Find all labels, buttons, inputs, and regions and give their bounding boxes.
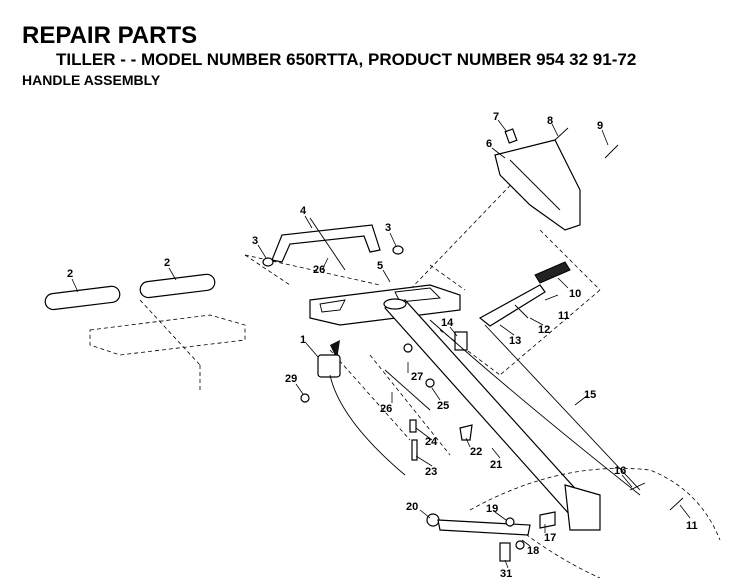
header: REPAIR PARTS TILLER - - MODEL NUMBER 650… <box>22 22 636 88</box>
callout-27: 27 <box>411 371 423 383</box>
page-subtitle: TILLER - - MODEL NUMBER 650RTTA, PRODUCT… <box>56 50 637 69</box>
callout-14: 14 <box>441 317 454 329</box>
callout-29: 29 <box>285 373 297 385</box>
washer-3-left <box>262 257 274 267</box>
callout-26-lower: 26 <box>380 403 392 415</box>
callout-23: 23 <box>425 466 437 478</box>
callout-31: 31 <box>500 568 512 578</box>
assembly-guide-lines <box>139 169 601 456</box>
callout-4: 4 <box>300 205 307 217</box>
lower-linkage <box>426 511 556 536</box>
control-lever <box>478 261 641 491</box>
callout-3-right: 3 <box>385 222 391 234</box>
callout-11-upper: 11 <box>558 310 570 322</box>
callout-6: 6 <box>486 138 492 150</box>
callout-17: 17 <box>544 532 556 544</box>
callout-leaders <box>71 119 691 569</box>
rod-26 <box>384 369 431 411</box>
callout-2-left: 2 <box>67 268 73 280</box>
callout-9: 9 <box>597 120 603 132</box>
callout-7: 7 <box>493 111 499 123</box>
hardware <box>300 127 684 562</box>
callout-26-upper: 26 <box>313 264 325 276</box>
callout-numbers: 1 2 2 3 3 4 5 6 7 8 9 10 11 11 12 13 14 … <box>67 111 698 578</box>
callout-8: 8 <box>547 115 553 127</box>
page-title: REPAIR PARTS <box>22 22 198 49</box>
callout-5: 5 <box>377 260 383 272</box>
callout-13: 13 <box>509 335 521 347</box>
callout-24: 24 <box>425 436 438 448</box>
grip-right <box>139 273 216 299</box>
handle-panel-ghost <box>89 314 246 356</box>
callout-10: 10 <box>569 288 581 300</box>
cable-15 <box>429 319 641 496</box>
callout-22: 22 <box>470 446 482 458</box>
handle-bar <box>271 217 381 271</box>
callout-1: 1 <box>300 334 306 346</box>
callout-21: 21 <box>490 459 502 471</box>
callout-15: 15 <box>584 389 596 401</box>
callout-16: 16 <box>614 465 626 477</box>
section-title: HANDLE ASSEMBLY <box>22 72 161 88</box>
callout-20: 20 <box>406 501 418 513</box>
support-bracket <box>494 139 581 231</box>
spacer-14 <box>454 331 468 351</box>
callout-3-left: 3 <box>252 235 258 247</box>
callout-12: 12 <box>538 324 550 336</box>
tiller-body-ghost <box>469 467 721 578</box>
callout-2-right: 2 <box>164 257 170 269</box>
handle-tube <box>383 298 591 516</box>
washer-3-right <box>392 245 404 255</box>
callout-25: 25 <box>437 400 449 412</box>
callout-18: 18 <box>527 545 539 557</box>
callout-11-lower: 11 <box>686 520 698 532</box>
throttle-control <box>317 340 406 476</box>
grip-left <box>44 285 121 311</box>
callout-19: 19 <box>486 503 498 515</box>
